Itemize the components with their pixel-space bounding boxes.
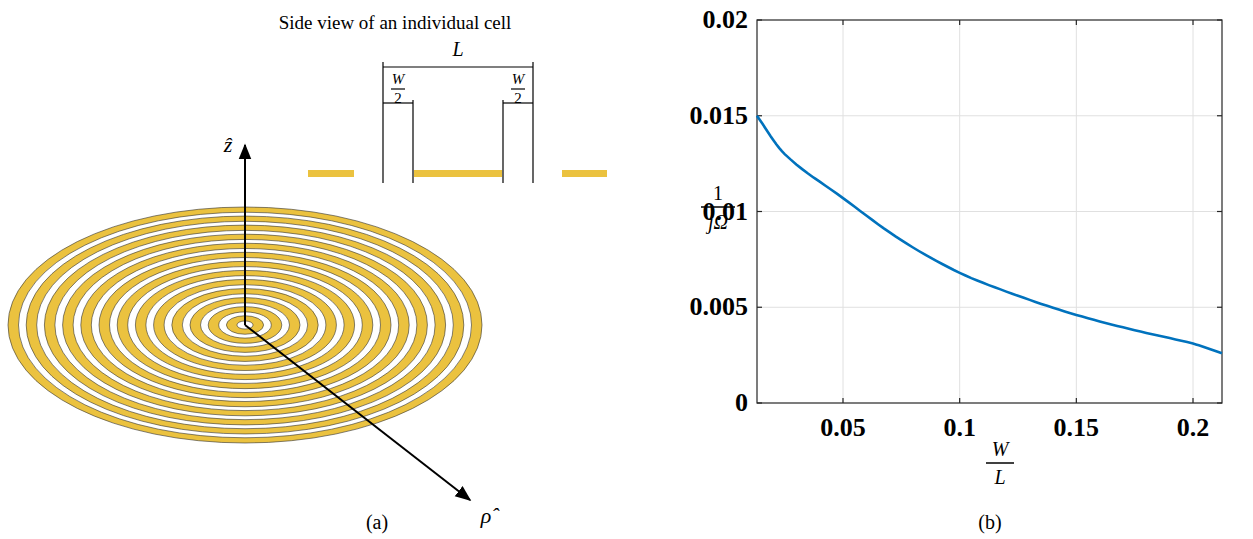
tick-label: 0 <box>735 390 748 416</box>
axis-title-numerator: 1 <box>713 183 723 203</box>
tick-label: 0.1 <box>943 415 976 441</box>
tick-label: 0.05 <box>820 415 866 441</box>
cell-strips <box>308 170 607 177</box>
axis-ticks <box>757 20 1222 403</box>
panel-label: (a) <box>366 512 388 532</box>
fraction-denominator: 2 <box>514 91 522 106</box>
data-curve <box>757 116 1222 353</box>
rho-axis <box>245 325 470 500</box>
dimension-label: L <box>452 39 463 59</box>
panel-label: (b) <box>978 512 1001 532</box>
fraction-numerator: W <box>512 72 525 87</box>
grid-lines <box>757 20 1222 403</box>
dimension-lines <box>383 62 533 183</box>
z-axis <box>244 145 246 325</box>
tick-label: 0.2 <box>1177 415 1210 441</box>
tick-label: 0.005 <box>690 294 749 320</box>
axis-title-denominator: L <box>994 467 1005 487</box>
tick-label: 0.02 <box>703 7 749 33</box>
tick-label: 0.15 <box>1054 415 1100 441</box>
axis-label: ρ̂ <box>481 505 492 527</box>
axis-label: ẑ <box>224 134 233 156</box>
plot-frame <box>757 20 1222 403</box>
fraction-bar <box>986 462 1014 464</box>
figure-title: Side view of an individual cell <box>279 13 512 32</box>
fraction-numerator: W <box>392 72 405 87</box>
axis-title-numerator: W <box>992 439 1009 459</box>
axis-title-denominator: jΩ <box>708 212 728 232</box>
fraction-denominator: 2 <box>394 91 402 106</box>
tick-label: 0.015 <box>690 103 749 129</box>
